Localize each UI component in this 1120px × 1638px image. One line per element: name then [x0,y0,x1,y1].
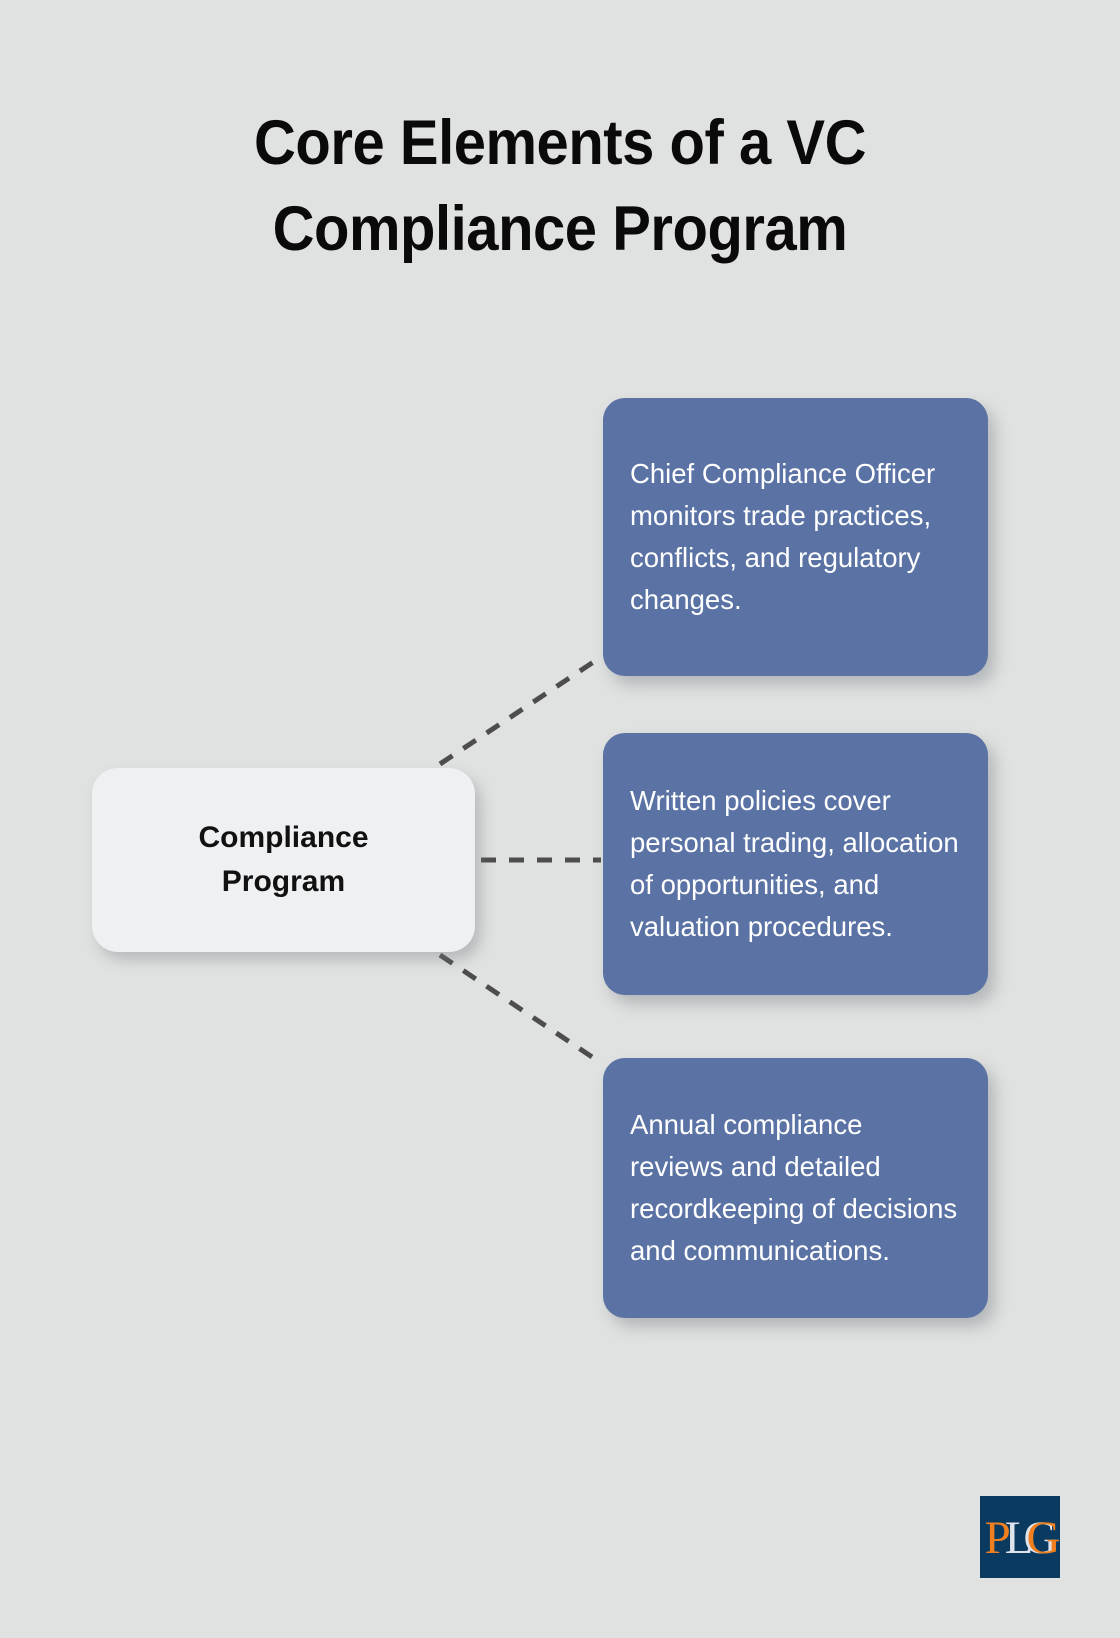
plg-logo-text: PLGG [984,1511,1060,1564]
plg-logo-letter-l: L [1004,1511,1034,1564]
page-title-line-2: Compliance Program [272,194,848,264]
element-card-3-text: Annual compliance reviews and detailed r… [630,1109,958,1266]
center-node-label-line-2: Program [221,865,346,898]
page-title: Core Elements of a VC Compliance Program [120,100,1000,272]
center-node-label-line-1: Compliance [198,821,369,854]
page-title-line-1: Core Elements of a VC [254,108,866,178]
plg-logo-letter-g: G [1026,1511,1060,1564]
connector-line-top [438,654,603,767]
plg-logo: PLGG [980,1496,1060,1578]
element-card-3[interactable]: Annual compliance reviews and detailed r… [603,1058,988,1318]
element-card-1[interactable]: Chief Compliance Officer monitors trade … [603,398,988,676]
center-node-compliance-program[interactable]: Compliance Program [92,768,475,952]
center-node-label: Compliance Program [170,816,396,904]
plg-logo-letter-p: P [984,1511,1011,1564]
element-card-2-text: Written policies cover personal trading,… [630,785,959,942]
plg-logo-letter-g-highlight: G [1023,1511,1057,1564]
element-card-1-text: Chief Compliance Officer monitors trade … [630,458,936,615]
element-card-2[interactable]: Written policies cover personal trading,… [603,733,988,995]
connector-line-bottom [438,952,603,1066]
